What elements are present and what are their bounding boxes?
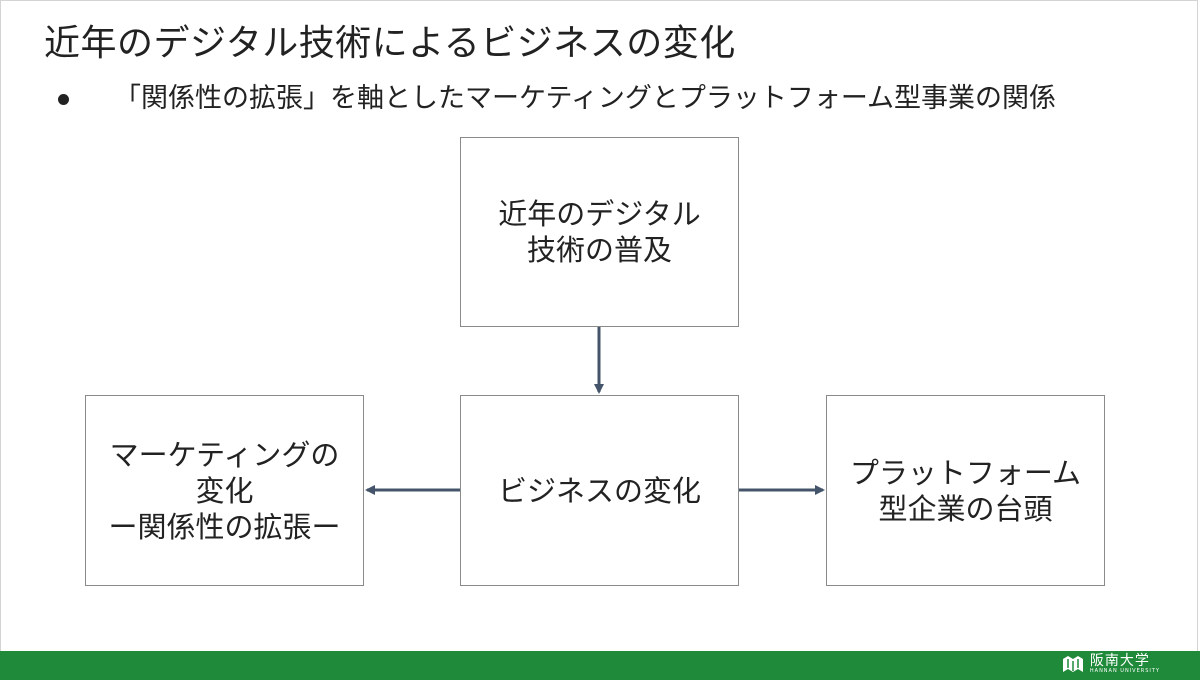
node-platform-rise: プラットフォーム 型企業の台頭 bbox=[826, 395, 1105, 586]
node-digital-tech-spread: 近年のデジタル 技術の普及 bbox=[460, 137, 739, 327]
logo-subtext: HANNAN UNIVERSITY bbox=[1089, 668, 1160, 674]
logo-text: 阪南大学 bbox=[1089, 653, 1150, 669]
node-label: プラットフォーム bbox=[849, 455, 1082, 490]
bullet-item: 「関係性の拡張」を軸としたマーケティングとプラットフォーム型事業の関係 bbox=[58, 80, 1056, 118]
footer-bar: 阪南大学 HANNAN UNIVERSITY bbox=[0, 651, 1200, 680]
node-label: ー関係性の拡張ー bbox=[108, 509, 341, 544]
node-label: 変化 bbox=[195, 473, 254, 508]
node-label: 近年のデジタル bbox=[498, 197, 701, 231]
node-business-change: ビジネスの変化 bbox=[460, 395, 739, 586]
university-emblem-icon bbox=[1062, 656, 1083, 672]
node-label: 技術の普及 bbox=[526, 233, 672, 267]
university-logo: 阪南大学 HANNAN UNIVERSITY bbox=[1062, 654, 1160, 674]
bullet-text: 「関係性の拡張」を軸としたマーケティングとプラットフォーム型事業の関係 bbox=[114, 83, 1057, 114]
slide-title: 近年のデジタル技術によるビジネスの変化 bbox=[44, 23, 736, 64]
node-marketing-change: マーケティングの 変化 ー関係性の拡張ー bbox=[85, 395, 364, 586]
node-label: 型企業の台頭 bbox=[878, 491, 1053, 526]
bullet-dot-icon bbox=[58, 93, 69, 105]
node-label: マーケティングの bbox=[109, 437, 340, 472]
node-label: ビジネスの変化 bbox=[497, 473, 701, 508]
